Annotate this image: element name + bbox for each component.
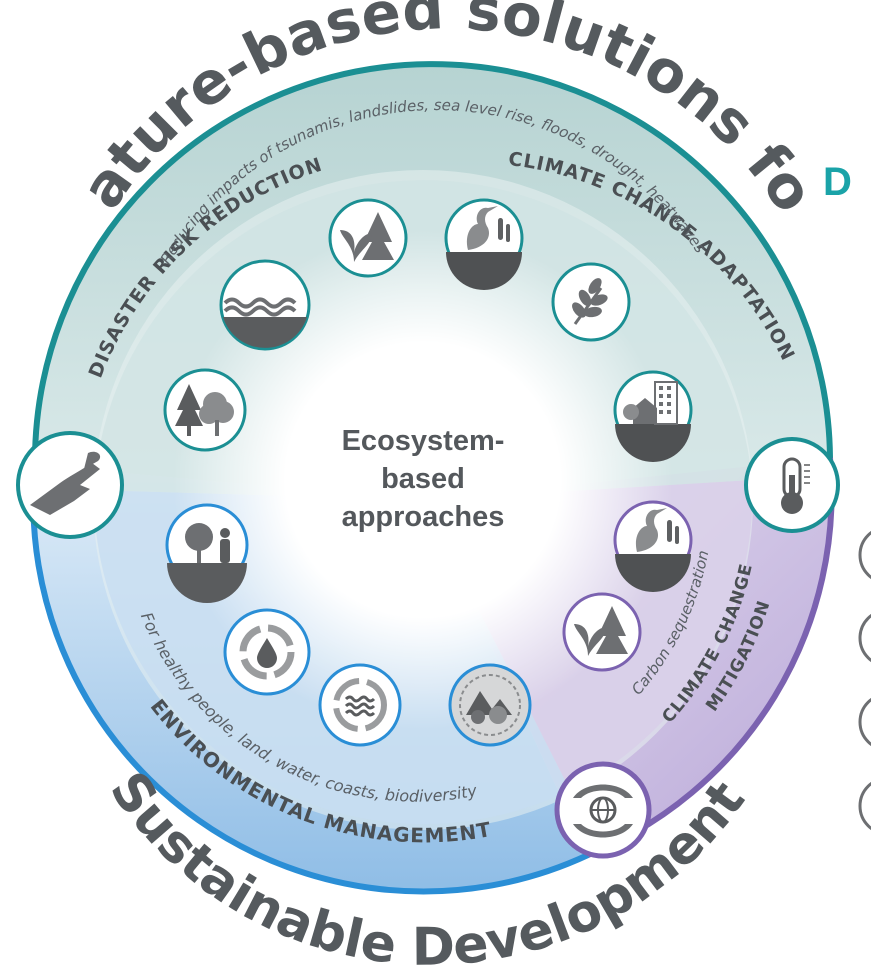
bullet-circle [858,613,871,663]
right-partial-title: D [823,160,852,204]
heron-wetland-icon [444,198,524,290]
mountain-landscape-icon [448,663,532,747]
plants-trees-icon [328,198,408,278]
purple-outer-stroke [586,457,835,858]
bullet-circle [858,530,871,580]
hands-icon [16,431,124,539]
center-line-3: approaches [342,501,505,533]
wave-cycle-icon [318,663,402,747]
waves-icon [219,259,311,351]
bullet-circle [858,781,871,831]
water-cycle-icon [223,608,311,696]
tree-person-icon [165,503,249,603]
right-partial-bullets [858,530,871,831]
city-building-icon [613,370,693,462]
center-line-1: Ecosystem- [342,425,505,457]
bullet-circle [858,697,871,747]
wheat-icon [551,262,631,342]
teal-outer-stroke [31,61,833,466]
center-label: Ecosystem- based approaches [342,425,505,533]
thermometer-icon [744,437,840,533]
heron-wetland-icon-2 [613,500,693,592]
blue-outer-stroke [30,464,590,895]
plants-trees-icon-2 [562,592,642,672]
forest-icon [163,368,247,452]
center-line-2: based [381,463,465,495]
globe-hands-icon [554,761,652,859]
